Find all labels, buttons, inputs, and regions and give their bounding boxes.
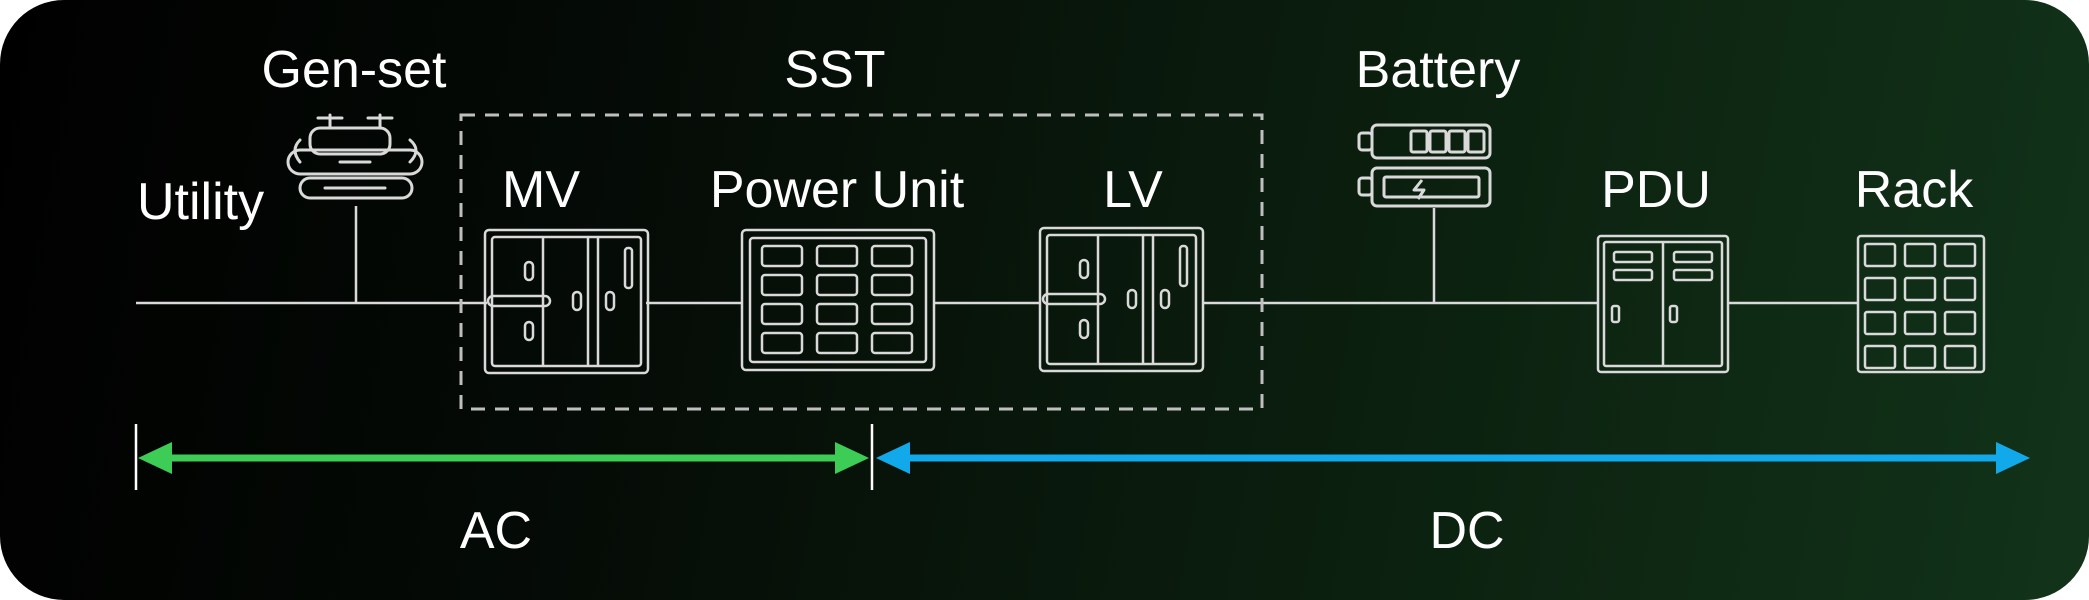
rack-label: Rack [1854,161,1974,219]
sst-label: SST [784,41,886,99]
utility-label: Utility [137,173,265,231]
power-unit-icon [740,228,936,372]
dc-arrow [876,442,2030,474]
battery-icon [1357,123,1492,208]
pdu-icon [1596,234,1730,374]
main-bus-line [136,206,1858,305]
pdu-label: PDU [1601,161,1711,219]
power-unit-label: Power Unit [709,161,965,219]
genset-icon [286,113,424,200]
dc-label: DC [1429,502,1505,560]
lv-label: LV [1103,161,1163,219]
genset-label: Gen-set [261,41,447,99]
mv-cabinet-icon [483,228,650,375]
lv-cabinet-icon [1038,226,1205,373]
battery-label: Battery [1355,41,1521,99]
mv-label: MV [502,161,580,219]
rack-icon [1856,234,1986,374]
sst-boundary-box [459,113,1264,411]
ac-arrow [138,442,869,474]
ac-label: AC [459,502,533,560]
